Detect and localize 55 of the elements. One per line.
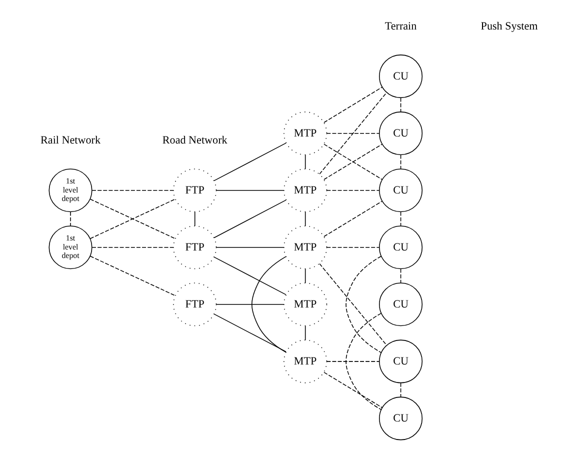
node-circle: MTP: [284, 168, 328, 212]
node-circle: FTP: [173, 225, 217, 269]
connector: [251, 256, 286, 352]
connector: [324, 143, 383, 180]
node-circle: MTP: [284, 339, 328, 383]
connector: [324, 371, 383, 408]
node-circle: MTP: [284, 225, 328, 269]
node-circle: 1st level depot: [48, 225, 92, 269]
connector: [92, 246, 174, 248]
node-circle: CU: [379, 54, 423, 98]
connector: [304, 210, 306, 226]
connector: [304, 154, 306, 169]
node-circle: CU: [379, 111, 423, 155]
label: Push System: [480, 20, 538, 32]
node-circle: CU: [379, 282, 423, 326]
connector: [70, 210, 71, 226]
connector: [400, 96, 402, 112]
connector: [324, 86, 383, 122]
connector: [214, 142, 286, 181]
connector: [326, 246, 380, 248]
node-circle: MTP: [284, 111, 328, 155]
connector: [319, 92, 387, 174]
connector: [90, 255, 176, 296]
connector: [214, 199, 286, 238]
connector: [400, 268, 402, 283]
node-circle: CU: [379, 168, 423, 212]
connector: [319, 262, 387, 346]
connector: [324, 200, 383, 236]
connector: [304, 324, 306, 340]
node-circle: CU: [379, 396, 423, 440]
connector: [216, 246, 284, 248]
connector: [326, 189, 380, 190]
connector: [304, 268, 306, 283]
connector: [346, 255, 382, 352]
node-circle: CU: [379, 225, 423, 269]
connector: [214, 313, 286, 352]
connector: [90, 198, 176, 238]
connector: [400, 154, 402, 169]
node-circle: FTP: [173, 282, 217, 326]
connector: [92, 189, 174, 190]
node-circle: FTP: [173, 168, 217, 212]
connector: [400, 210, 402, 226]
connector: [346, 312, 382, 410]
node-circle: 1st level depot: [48, 168, 92, 212]
node-circle: MTP: [284, 282, 328, 326]
node-circle: CU: [379, 339, 423, 383]
connector: [194, 210, 196, 226]
label: Road Network: [162, 134, 228, 146]
connector: [400, 382, 402, 397]
connector: [326, 132, 380, 134]
connector: [216, 189, 284, 190]
label: Rail Network: [40, 134, 101, 146]
connector: [214, 256, 286, 295]
label: Terrain: [384, 20, 417, 32]
connector: [326, 360, 380, 362]
